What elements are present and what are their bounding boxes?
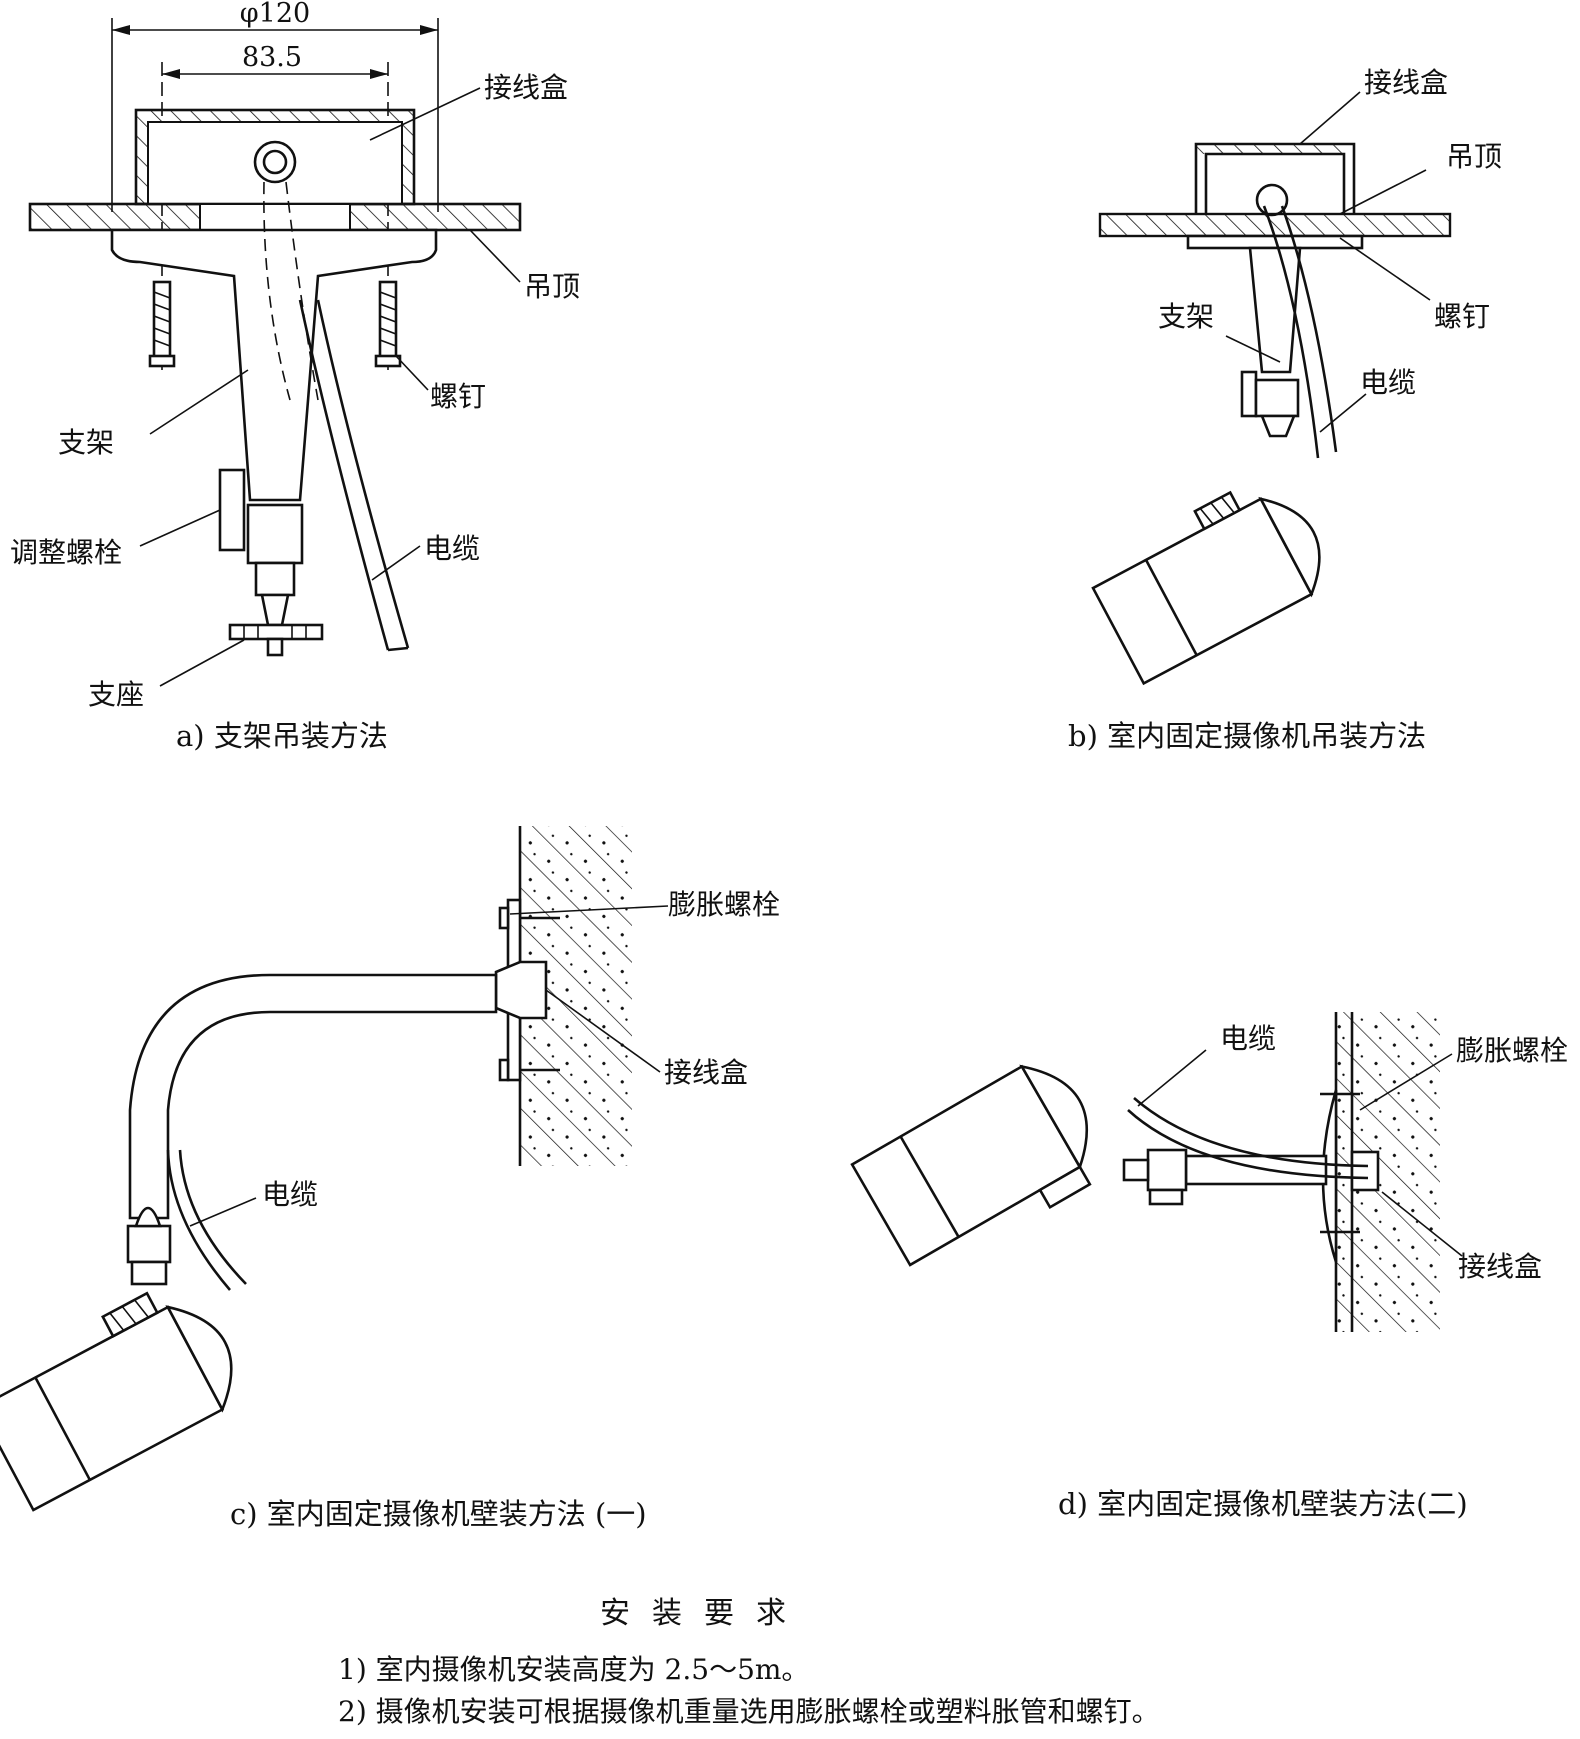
label-cable: 电缆 — [1360, 366, 1416, 399]
caption-a: a) 支架吊装方法 — [176, 719, 388, 753]
caption-c: c) 室内固定摄像机壁装方法 (一) — [230, 1497, 647, 1531]
camera — [0, 1291, 233, 1512]
adjust-bolt — [218, 468, 246, 552]
base — [228, 623, 324, 657]
label-cable: 电缆 — [424, 532, 480, 565]
ceiling-slab — [1098, 212, 1452, 238]
requirement-item-1: 1) 室内摄像机安装高度为 2.5～5m。 — [338, 1653, 810, 1686]
label-bracket: 支架 — [1158, 300, 1214, 333]
label-expansion-bolt: 膨胀螺栓 — [1456, 1034, 1568, 1067]
junction-box — [134, 108, 416, 206]
label-expansion-bolt: 膨胀螺栓 — [668, 888, 780, 921]
screw-right — [374, 280, 402, 368]
diagram-c: 膨胀螺栓 接线盒 电缆 c) 室内固定摄像机壁装方法 (一) — [0, 826, 780, 1531]
label-ceiling: 吊顶 — [524, 270, 580, 303]
label-ceiling: 吊顶 — [1446, 140, 1502, 173]
diagram-b: 接线盒 吊顶 螺钉 支架 电缆 b) 室内固定摄像机吊装方法 — [1068, 66, 1502, 753]
label-junction-box: 接线盒 — [1364, 66, 1448, 99]
requirement-item-2: 2) 摄像机安装可根据摄像机重量选用膨胀螺栓或塑料胀管和螺钉。 — [338, 1695, 1160, 1728]
label-cable: 电缆 — [1220, 1022, 1276, 1055]
diagram-a: φ120 83.5 — [10, 0, 580, 753]
dimension-outer: φ120 — [240, 0, 310, 29]
label-junction-box: 接线盒 — [484, 71, 568, 104]
label-screw: 螺钉 — [1434, 300, 1490, 333]
cable — [298, 299, 390, 651]
junction-box — [1194, 142, 1356, 214]
label-base: 支座 — [88, 678, 144, 711]
label-junction-box: 接线盒 — [1458, 1250, 1542, 1283]
camera — [1091, 490, 1321, 686]
label-cable: 电缆 — [262, 1178, 318, 1211]
ceiling-slab — [28, 202, 522, 232]
label-screw: 螺钉 — [430, 380, 486, 413]
bracket-arm — [1184, 1154, 1328, 1186]
label-adjust-bolt: 调整螺栓 — [10, 536, 122, 569]
label-junction-box: 接线盒 — [664, 1056, 748, 1089]
caption-d: d) 室内固定摄像机壁装方法(二) — [1058, 1487, 1468, 1521]
screw-left — [148, 280, 176, 368]
diagram-d: 电缆 膨胀螺栓 接线盒 d) 室内固定摄像机壁装方法(二) — [850, 1012, 1568, 1521]
caption-b: b) 室内固定摄像机吊装方法 — [1068, 719, 1426, 753]
label-bracket: 支架 — [58, 426, 114, 459]
bracket — [1248, 246, 1302, 374]
camera — [850, 1064, 1092, 1267]
bracket — [110, 228, 438, 502]
dimension-inner: 83.5 — [242, 42, 302, 73]
requirements-heading: 安装要求 — [600, 1596, 808, 1631]
bracket-arm — [128, 973, 498, 1220]
